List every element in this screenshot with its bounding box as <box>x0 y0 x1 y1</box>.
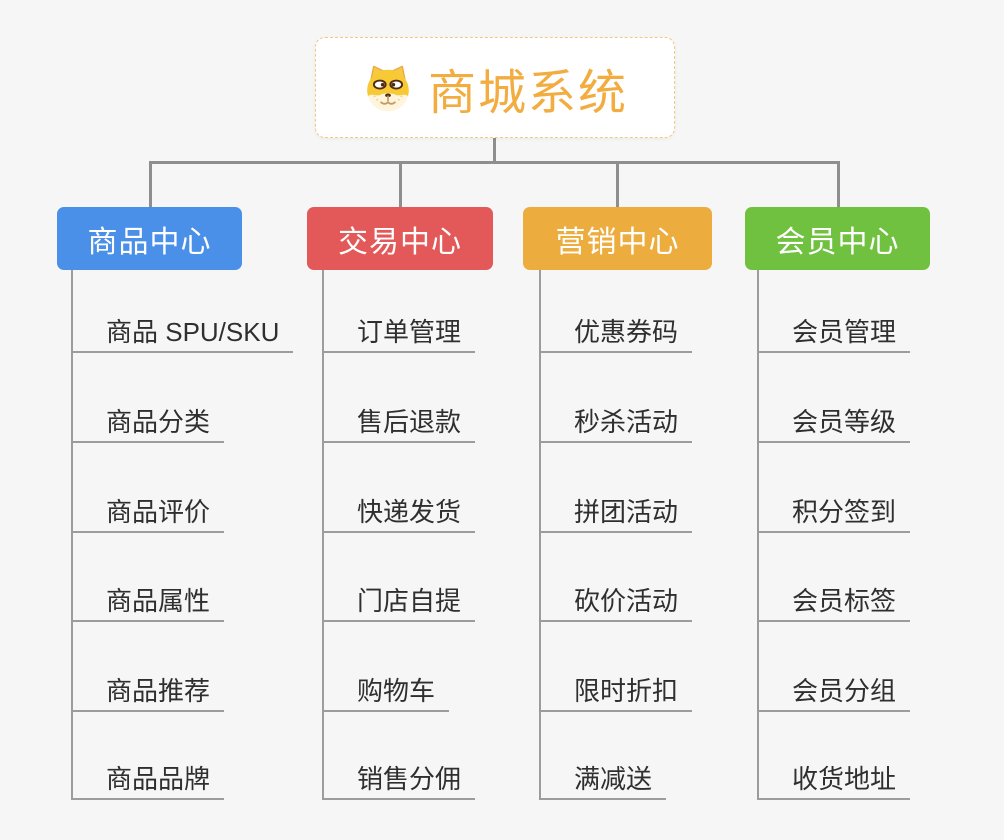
branch-label: 营销中心 <box>555 225 680 259</box>
connector-drop <box>616 161 619 207</box>
mindmap-item[interactable]: 商品评价 <box>71 497 225 533</box>
branch-label: 交易中心 <box>338 225 462 259</box>
connector-drop <box>836 161 840 207</box>
mindmap-item[interactable]: 快递发货 <box>322 497 476 533</box>
mindmap-item[interactable]: 优惠券码 <box>539 317 693 353</box>
mindmap-item[interactable]: 商品分类 <box>71 407 225 443</box>
mindmap-item[interactable]: 满减送 <box>539 764 667 800</box>
mindmap-item[interactable]: 售后退款 <box>322 407 476 443</box>
connector-rail <box>148 160 840 164</box>
connector-trunk <box>492 138 496 164</box>
connector-drop <box>148 161 152 207</box>
mindmap-item[interactable]: 商品品牌 <box>71 764 225 800</box>
mindmap-item[interactable]: 收货地址 <box>757 764 911 800</box>
mindmap-item[interactable]: 会员管理 <box>757 317 911 353</box>
mindmap-item[interactable]: 会员标签 <box>757 586 911 622</box>
branch-node-marketing-center[interactable]: 营销中心 <box>523 207 712 270</box>
root-title: 商城系统 <box>427 66 628 120</box>
mindmap-item[interactable]: 商品推荐 <box>71 676 225 712</box>
mindmap-item[interactable]: 购物车 <box>322 676 450 712</box>
branch-label: 会员中心 <box>775 225 900 259</box>
mindmap-item[interactable]: 限时折扣 <box>539 676 693 712</box>
mindmap-item[interactable]: 商品属性 <box>71 586 225 622</box>
mindmap-item[interactable]: 商品 SPU/SKU <box>71 317 294 353</box>
mindmap-item[interactable]: 砍价活动 <box>539 586 693 622</box>
branch-node-product-center[interactable]: 商品中心 <box>57 207 242 270</box>
branch-spine <box>322 270 324 800</box>
branch-node-trading-center[interactable]: 交易中心 <box>307 207 493 270</box>
mindmap-item[interactable]: 销售分佣 <box>322 764 476 800</box>
branch-node-member-center[interactable]: 会员中心 <box>745 207 930 270</box>
branch-spine <box>539 270 541 800</box>
dog-face-icon <box>362 63 414 113</box>
root-node[interactable]: 商城系统 <box>315 37 675 138</box>
mindmap-item[interactable]: 秒杀活动 <box>539 407 693 443</box>
mindmap-item[interactable]: 会员等级 <box>757 407 911 443</box>
mindmap-item[interactable]: 门店自提 <box>322 586 476 622</box>
connector-drop <box>398 161 402 207</box>
mindmap-item[interactable]: 拼团活动 <box>539 497 693 533</box>
branch-spine <box>71 270 73 800</box>
mindmap-item[interactable]: 订单管理 <box>322 317 476 353</box>
branch-label: 商品中心 <box>87 225 212 259</box>
mindmap-item[interactable]: 积分签到 <box>757 497 911 533</box>
mindmap-item[interactable]: 会员分组 <box>757 676 911 712</box>
branch-spine <box>757 270 759 800</box>
